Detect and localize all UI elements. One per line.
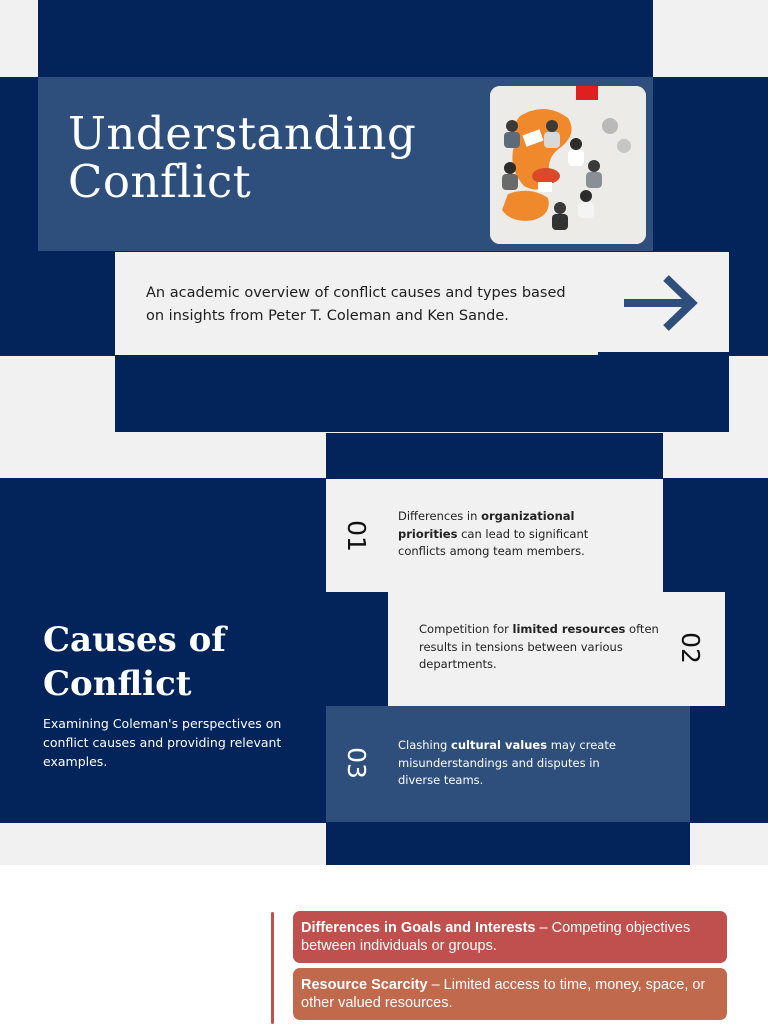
timeline-item-goals-title: Differences in Goals and Interests <box>301 920 536 936</box>
page-title: Understanding Conflict <box>68 110 468 206</box>
cause-highlight-01: organizational priorities <box>398 509 575 541</box>
causes-title: Causes of Conflict <box>43 618 303 706</box>
cause-card-02: Competition for limited resources often … <box>388 592 725 706</box>
subtitle-card-notch <box>598 352 729 356</box>
timeline-line <box>271 912 274 1024</box>
cause-highlight-03: cultural values <box>451 738 548 752</box>
causes-top-tab <box>326 433 663 479</box>
timeline-item-resources-text: – Limited access to time, money, space, … <box>301 977 706 1011</box>
causes-title-line1: Causes of <box>43 620 226 660</box>
page-title-line1: Understanding <box>68 107 417 160</box>
page-title-line2: Conflict <box>68 155 252 208</box>
cause-card-03: 03 Clashing cultural values may create m… <box>326 706 690 822</box>
hero-top-band <box>38 0 653 78</box>
cause-text-02: Competition for limited resources often … <box>419 622 659 671</box>
timeline-item-resources-title: Resource Scarcity <box>301 977 428 993</box>
page-subtitle: An academic overview of conflict causes … <box>146 285 566 324</box>
cause-card-01: 01 Differences in organizational priorit… <box>326 479 663 592</box>
causes-title-line2: Conflict <box>43 664 192 704</box>
cause-highlight-02: limited resources <box>512 622 626 636</box>
cause-text-03: Clashing cultural values may create misu… <box>398 738 616 787</box>
meeting-photo <box>490 86 646 244</box>
timeline-item-goals: Differences in Goals and Interests – Com… <box>293 911 727 963</box>
timeline-item-resources: Resource Scarcity – Limited access to ti… <box>293 968 727 1020</box>
arrow-right-icon-graphic <box>624 275 698 331</box>
subtitle-card-lower-band <box>115 355 729 432</box>
cause-number-01: 01 <box>342 520 372 552</box>
meeting-photo-illustration <box>490 86 646 244</box>
cause-text-01: Differences in organizational priorities… <box>398 509 589 558</box>
timeline-item-goals-text: – Competing objectives between individua… <box>301 920 691 954</box>
cause-number-02: 02 <box>676 632 706 664</box>
causes-description: Examining Coleman's perspectives on conf… <box>43 716 282 769</box>
arrow-right-icon[interactable] <box>624 272 704 334</box>
causes-bottom-tab <box>326 822 690 865</box>
cause-number-03: 03 <box>342 747 372 779</box>
